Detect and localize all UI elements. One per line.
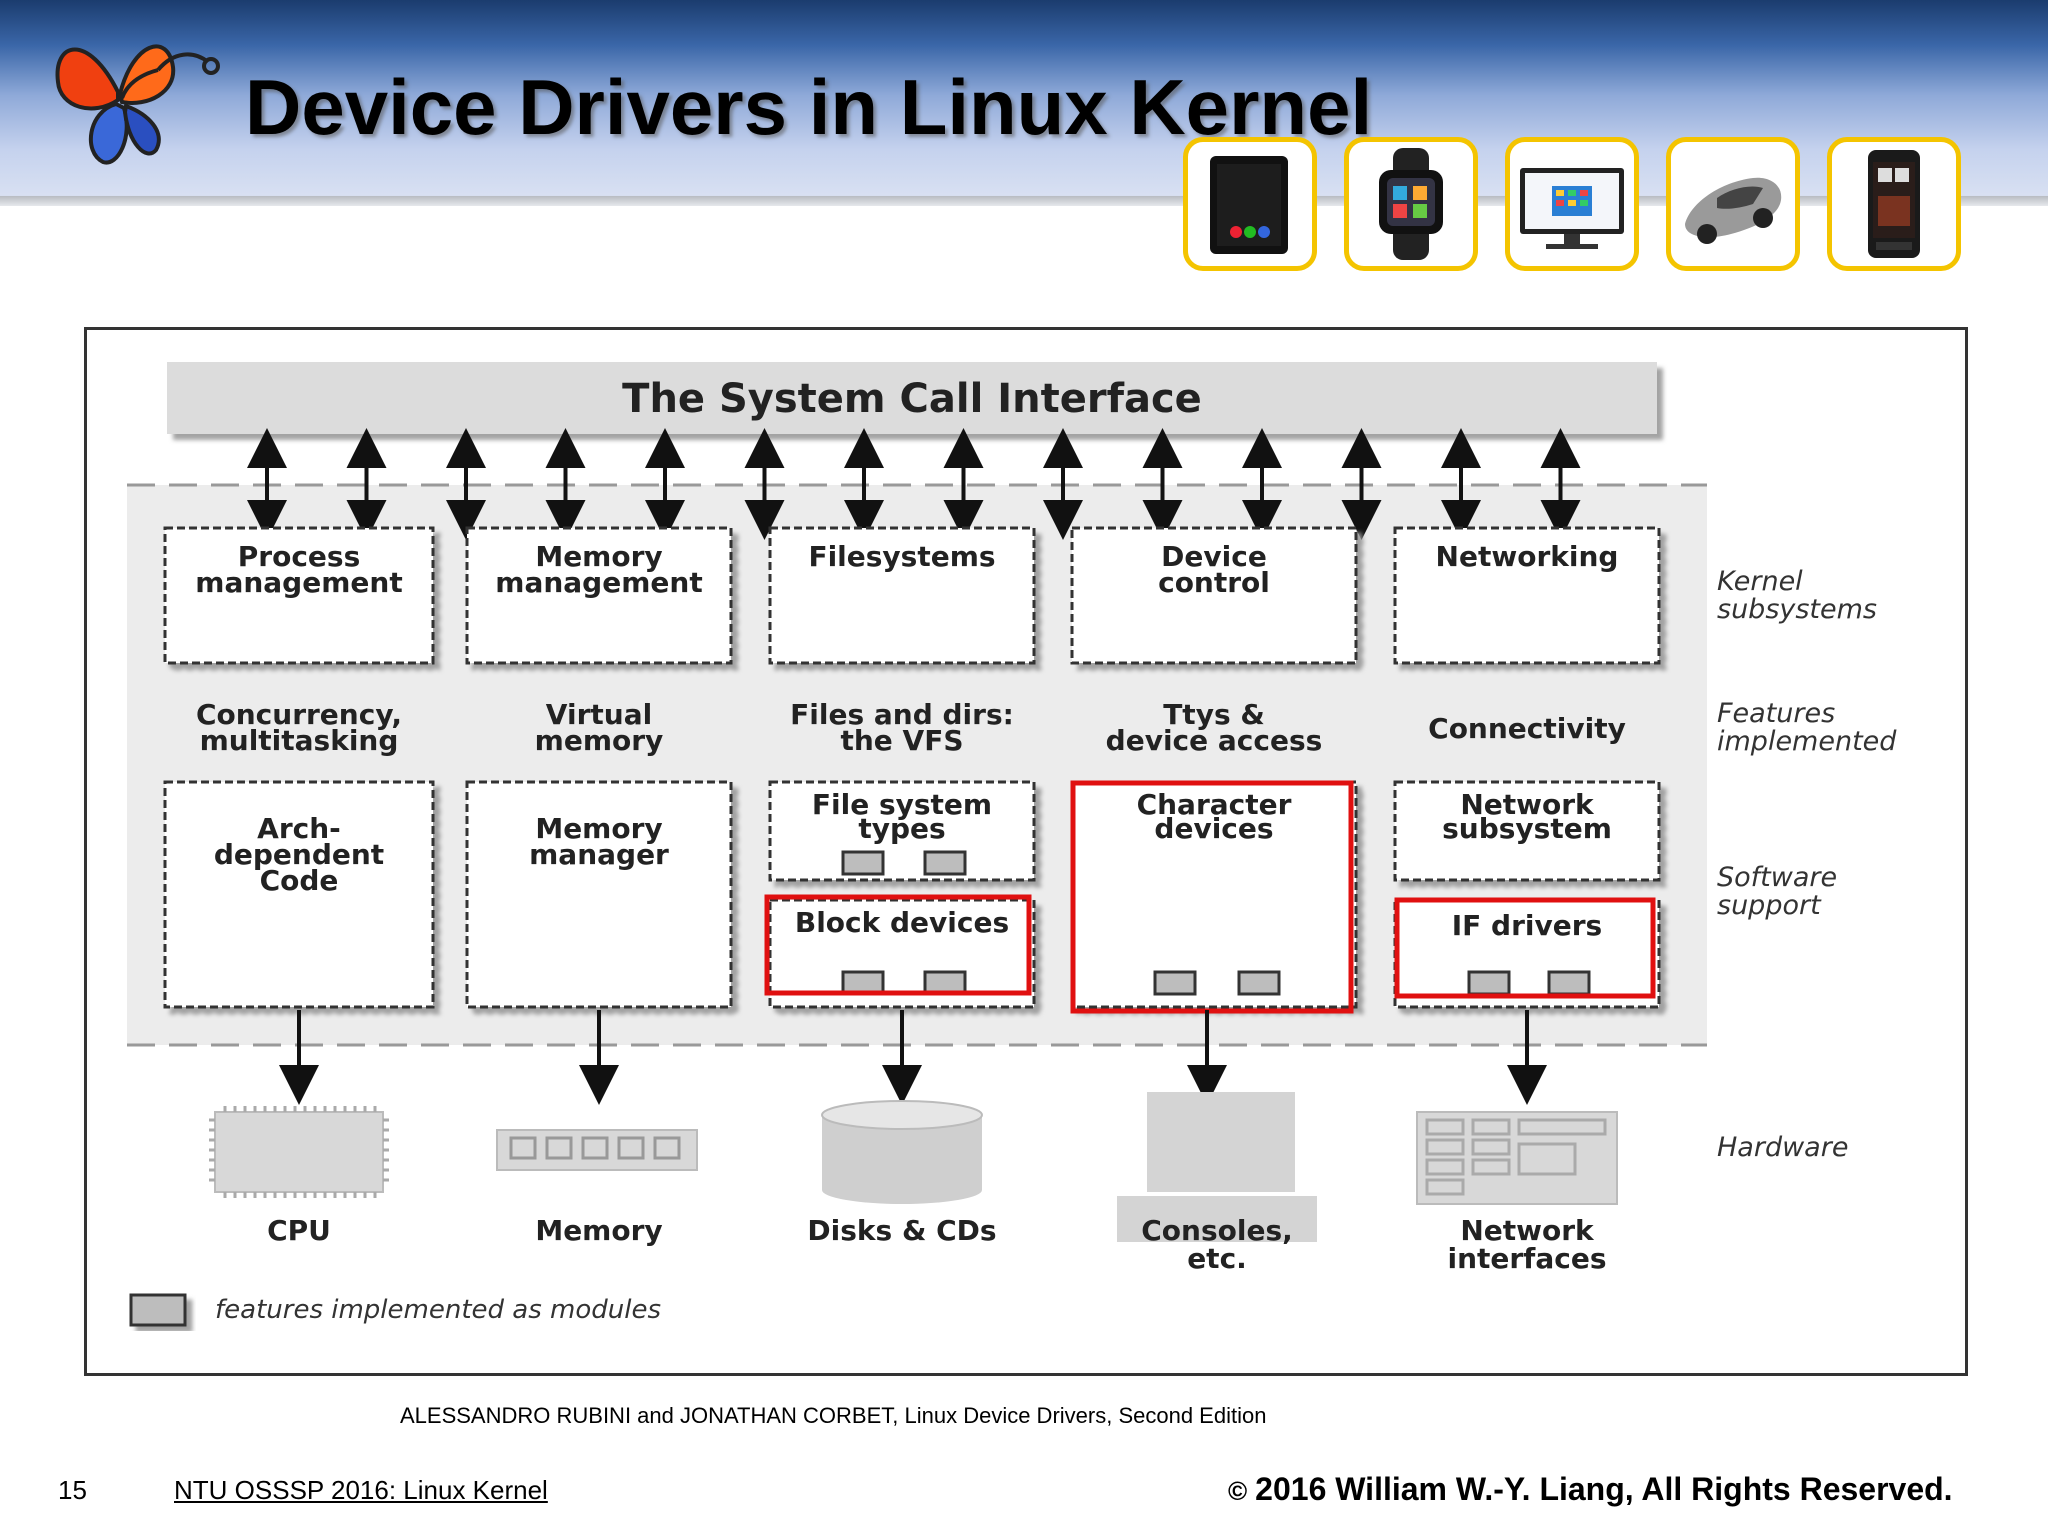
feature-vfs: Files and dirs:the VFS (790, 698, 1014, 757)
if-drivers-box (1393, 898, 1661, 1009)
smartphone-icon (1868, 150, 1920, 258)
module-square (1547, 970, 1591, 996)
subsystem-device-box (1070, 526, 1358, 665)
copyright: ©2016 William W.-Y. Liang, All Rights Re… (1228, 1471, 1953, 1508)
highlight-boxes (764, 780, 1656, 1014)
smartphone-thumbnail (1827, 137, 1961, 271)
tv-icon (1520, 168, 1624, 249)
tablet-thumbnail (1183, 137, 1317, 271)
char-devices-box (1070, 780, 1358, 1009)
if-drivers-highlight (1394, 897, 1656, 999)
subsystem-networking-box (1393, 526, 1661, 665)
syscall-arrows (247, 428, 1581, 540)
hardware-disks-label: Disks & CDs (807, 1214, 996, 1247)
legend-module-swatch (129, 1293, 187, 1327)
tablet-icon (1210, 156, 1288, 254)
module-square (841, 850, 885, 876)
smartwatch-icon (1379, 148, 1443, 260)
block-devices-highlight (764, 894, 1032, 996)
course-link[interactable]: NTU OSSSP 2016: Linux Kernel (174, 1475, 548, 1505)
header-divider (0, 196, 2048, 206)
subsystem-process-box (163, 526, 435, 665)
cpu-chip-icon (209, 1106, 389, 1198)
slide-title: Device Drivers in Linux Kernel (245, 63, 1373, 151)
subsystem-networking-label: Networking (1436, 540, 1619, 573)
char-devices-highlight (1070, 780, 1354, 1014)
subsystem-filesystems-box (768, 526, 1036, 665)
hardware-arrows (279, 1010, 1547, 1105)
feature-concurrency: Concurrency,multitasking (196, 698, 402, 757)
legend-label: features implemented as modules (215, 1295, 661, 1325)
arch-code-box (163, 780, 435, 1009)
car-thumbnail (1666, 137, 1800, 271)
fs-types-box (768, 780, 1036, 882)
module-squares (841, 850, 1591, 996)
module-square (1467, 970, 1511, 996)
copyright-text: 2016 William W.-Y. Liang, All Rights Res… (1255, 1471, 1953, 1507)
citation: ALESSANDRO RUBINI and JONATHAN CORBET, L… (400, 1403, 1267, 1428)
syscall-label: The System Call Interface (622, 376, 1202, 422)
subsystem-filesystems-label: Filesystems (808, 540, 995, 573)
page-number: 15 (58, 1475, 87, 1505)
module-square (923, 850, 967, 876)
butterfly-logo-icon (55, 44, 220, 165)
hardware-cpu-label: CPU (267, 1214, 331, 1247)
smartwatch-thumbnail (1344, 137, 1478, 271)
row-label-hardware: Hardware (1717, 1132, 1848, 1163)
block-devices-box (768, 898, 1036, 1009)
memory-module-icon (496, 1129, 698, 1171)
memory-manager-box (465, 780, 733, 1009)
car-icon (1685, 177, 1782, 244)
software-boxes (163, 780, 1661, 1009)
console-terminal-icon (1117, 1092, 1317, 1242)
network-card-icon (1416, 1111, 1618, 1205)
copyright-symbol: © (1228, 1476, 1248, 1506)
feature-ttys: Ttys &device access (1106, 698, 1323, 757)
subsystem-memory-box (465, 526, 733, 665)
hardware-memory-label: Memory (535, 1214, 662, 1247)
if-drivers-label: IF drivers (1452, 909, 1602, 942)
block-devices-label: Block devices (795, 906, 1009, 939)
module-square (1153, 970, 1197, 996)
tv-thumbnail (1505, 137, 1639, 271)
syscall-bar (167, 362, 1657, 434)
hardware-consoles-label: Consoles,etc. (1141, 1214, 1293, 1275)
subsystem-boxes (163, 526, 1661, 665)
module-square (1237, 970, 1281, 996)
network-subsystem-box (1393, 780, 1661, 882)
disk-cylinder-icon (821, 1100, 983, 1204)
feature-connectivity: Connectivity (1428, 712, 1626, 745)
